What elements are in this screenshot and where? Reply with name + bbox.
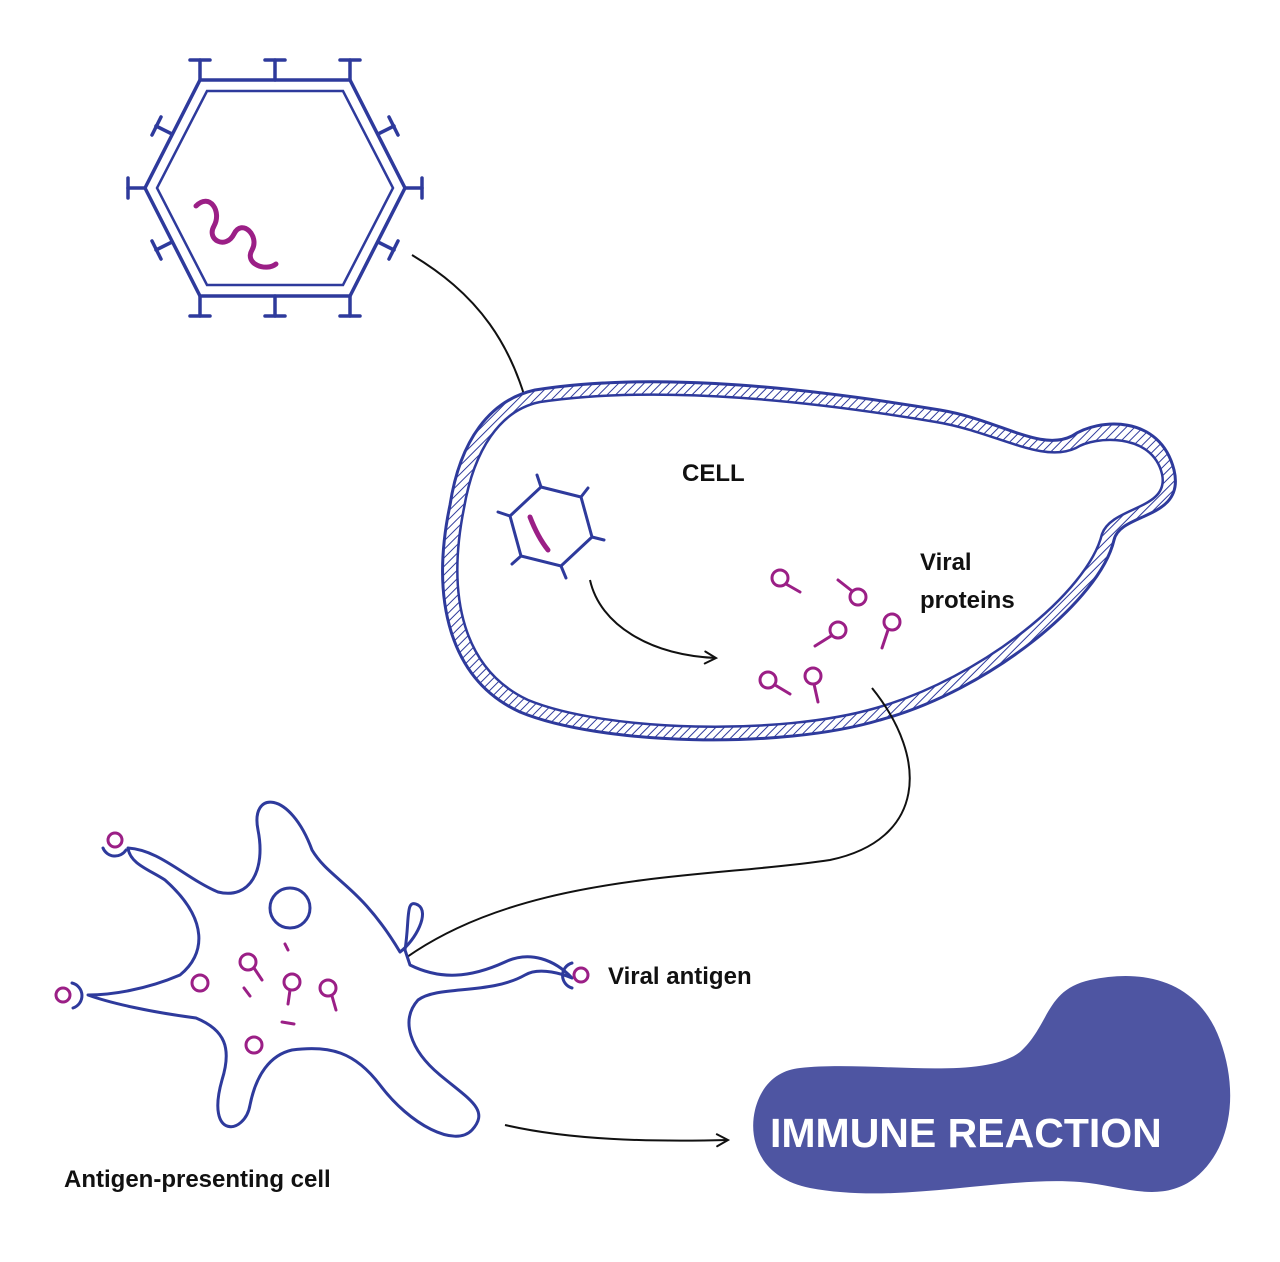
viral-proteins-group [758,568,902,704]
immune-reaction-blob [753,975,1231,1194]
arrow-virus-to-proteins [589,579,719,665]
surface-antigen-icon [54,981,84,1010]
virus-icon [126,58,424,318]
viral-protein-icon [836,578,868,607]
antigen-presenting-cell-label: Antigen-presenting cell [64,1166,331,1193]
viral-protein-icon [813,620,848,648]
viral-protein-icon [758,670,792,696]
arrow-cell-to-apc [376,687,911,982]
cell-interior [456,393,1164,728]
internal-virus-icon [496,473,606,580]
viral-protein-icon [318,978,338,1012]
immune-reaction-label: IMMUNE REACTION [770,1110,1162,1156]
viral-protein-icon [190,973,210,993]
viral-protein-icon [770,568,802,594]
immune-blob-highlight [1003,1014,1033,1048]
viral-rna-icon [193,198,279,270]
viral-protein-icon [880,612,902,650]
surface-antigen-icon [561,961,590,990]
viral-proteins-label-line2: proteins [920,587,1015,614]
cell-label: CELL [682,460,745,487]
arrow-apc-to-immune [504,1124,731,1148]
viral-protein-icon [244,1035,264,1055]
viral-protein-icon [282,972,302,1006]
apc-surface-antigens [54,831,590,1010]
viral-proteins-label-line1: Viral [920,549,972,576]
antigen-presenting-cell-shape [86,800,574,1138]
internal-viral-rna-icon [527,514,551,553]
viral-antigen-label: Viral antigen [608,963,752,990]
viral-protein-icon [238,952,264,982]
apc-vesicle [268,886,312,930]
apc-internal-antigens [190,942,338,1055]
surface-antigen-icon [101,831,128,858]
viral-protein-icon [803,666,823,704]
